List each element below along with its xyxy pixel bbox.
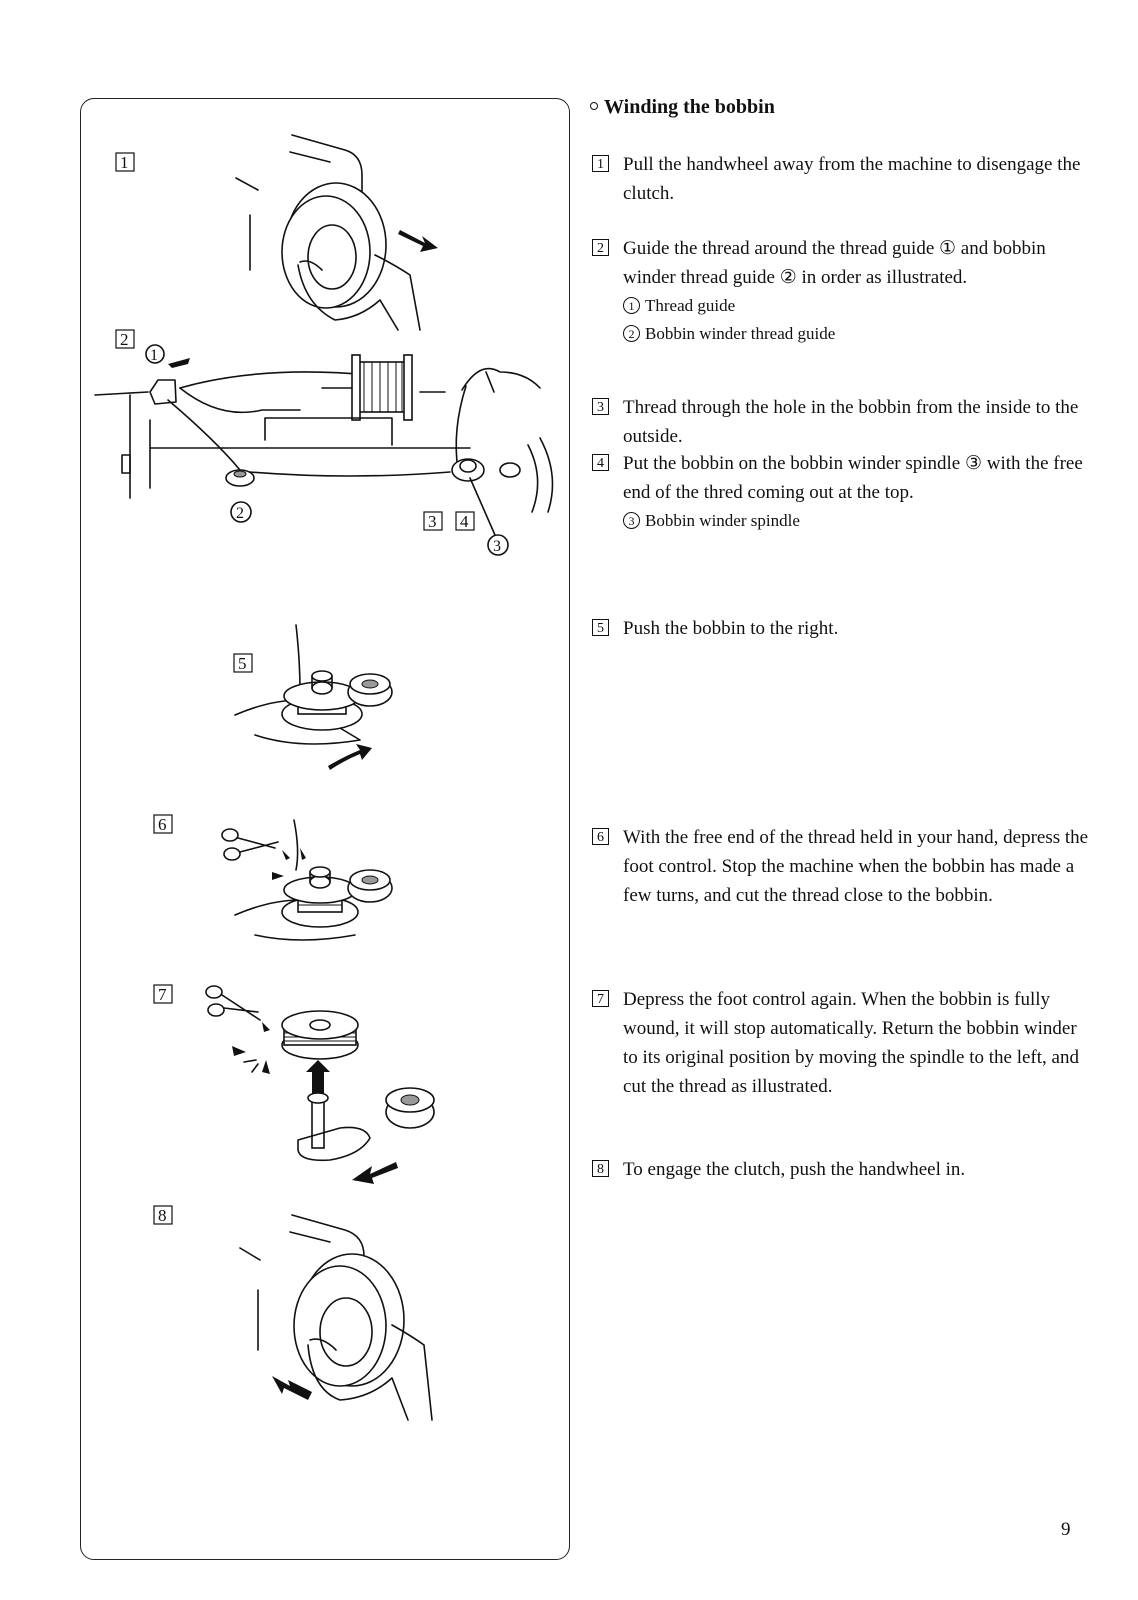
figure-7-number: 7 (158, 985, 167, 1004)
step-text: Thread through the hole in the bobbin fr… (623, 397, 1079, 447)
step-4: 4 Put the bobbin on the bobbin winder sp… (592, 449, 1092, 535)
figure-7-remove-bobbin: 7 (153, 984, 435, 1184)
figure-4-number-box (455, 511, 475, 531)
figure-2-number: 2 (120, 330, 129, 349)
section-title-text: Winding the bobbin (604, 96, 775, 118)
figure-8-number: 8 (158, 1206, 167, 1225)
step-7: 7 Depress the foot control again. When t… (592, 985, 1092, 1101)
figure-5-number: 5 (238, 654, 247, 673)
callout-2: 2 (236, 505, 244, 522)
step-number: 3 (592, 398, 609, 415)
step-text: Put the bobbin on the bobbin winder spin… (623, 453, 1083, 503)
step-text: Push the bobbin to the right. (623, 618, 839, 639)
callout-3: 3 (493, 538, 501, 555)
figure-8-push-handwheel: 8 (153, 1205, 433, 1421)
figure-1-pull-handwheel: 1 (115, 134, 438, 331)
step-text: With the free end of the thread held in … (623, 827, 1089, 906)
illustration-panel (80, 98, 570, 1560)
figure-2-threading: 2 1 2 (94, 329, 554, 556)
step-number: 5 (592, 619, 609, 636)
note-thread-guide: 1 Thread guide (623, 292, 1092, 320)
note-bobbin-winder-thread-guide: 2 Bobbin winder thread guide (623, 320, 1092, 348)
step-text: Pull the handwheel away from the machine… (623, 154, 1081, 204)
step-number: 7 (592, 990, 609, 1007)
step-text: To engage the clutch, push the handwheel… (623, 1159, 966, 1180)
note-number: 3 (623, 512, 640, 529)
figure-7-number-box (153, 984, 173, 1004)
figure-1-number: 1 (120, 153, 129, 172)
step-5: 5 Push the bobbin to the right. (592, 614, 1092, 643)
figure-1-number-box (115, 152, 135, 172)
note-label: Thread guide (645, 296, 736, 315)
figure-5-push-bobbin: 5 (233, 624, 393, 770)
step-3: 3 Thread through the hole in the bobbin … (592, 393, 1092, 451)
step-1: 1 Pull the handwheel away from the machi… (592, 150, 1092, 208)
step-text: Guide the thread around the thread guide… (623, 238, 1046, 288)
step-number: 6 (592, 828, 609, 845)
figure-4-number: 4 (460, 512, 469, 531)
callout-1: 1 (150, 347, 158, 364)
note-label: Bobbin winder thread guide (645, 324, 836, 343)
note-bobbin-winder-spindle: 3 Bobbin winder spindle (623, 507, 1092, 535)
step-number: 2 (592, 239, 609, 256)
note-number: 1 (623, 297, 640, 314)
step-text: Depress the foot control again. When the… (623, 989, 1079, 1097)
figure-5-number-box (233, 653, 253, 673)
figure-2-number-box (115, 329, 135, 349)
figure-3-number: 3 (428, 512, 437, 531)
bullet-icon (590, 102, 598, 110)
step-number: 8 (592, 1160, 609, 1177)
section-title: Winding the bobbin (590, 96, 775, 119)
note-label: Bobbin winder spindle (645, 511, 800, 530)
figure-6-number: 6 (158, 815, 167, 834)
figure-6-number-box (153, 814, 173, 834)
step-number: 1 (592, 155, 609, 172)
figure-8-number-box (153, 1205, 173, 1225)
step-2: 2 Guide the thread around the thread gui… (592, 234, 1092, 348)
figure-6-cut-thread: 6 (153, 814, 393, 941)
step-number: 4 (592, 454, 609, 471)
note-number: 2 (623, 325, 640, 342)
step-6: 6 With the free end of the thread held i… (592, 823, 1092, 910)
step-8: 8 To engage the clutch, push the handwhe… (592, 1155, 1092, 1184)
figure-3-number-box (423, 511, 443, 531)
page-number: 9 (1061, 1519, 1071, 1540)
